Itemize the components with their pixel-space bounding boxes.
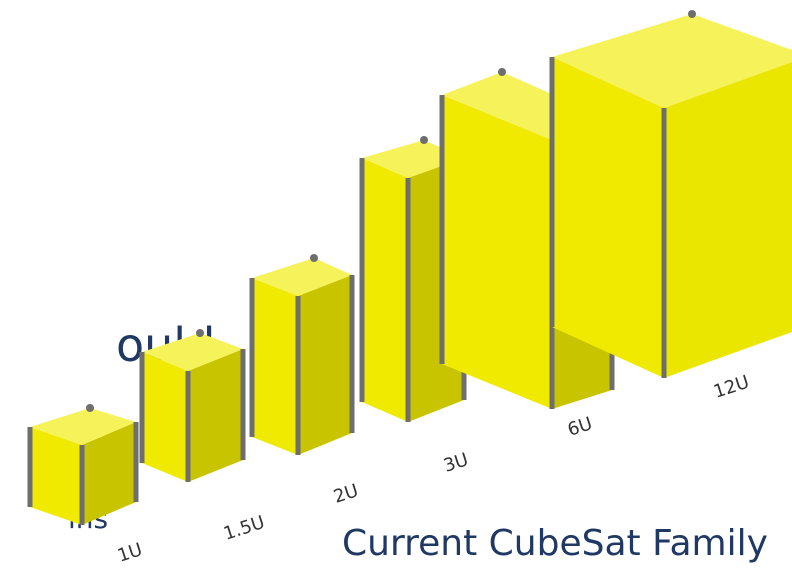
cubesat-12u xyxy=(549,10,792,378)
cubesat-3u-front xyxy=(362,158,408,422)
cubesat-12u-front xyxy=(552,57,664,378)
label-3u: 3U xyxy=(441,449,471,477)
cubesat-1-5u-top xyxy=(142,333,243,371)
label-2u: 2U xyxy=(331,480,361,508)
cubesat-2u-top xyxy=(252,258,352,296)
label-6u: 6U xyxy=(565,413,595,441)
label-12u: 12U xyxy=(711,372,752,403)
cubesat-2u-rail-cap xyxy=(310,254,318,262)
cubesat-12u-rail-cap xyxy=(688,10,696,18)
cubesat-1-5u xyxy=(139,329,246,482)
cubesat-1-5u-rail-cap xyxy=(196,329,204,337)
cubesat-1-5u-front xyxy=(142,352,188,482)
label-1u: 1U xyxy=(115,539,145,567)
cubesat-6u-rail-cap xyxy=(498,68,506,76)
cubesat-12u-side xyxy=(664,62,792,378)
cubesat-6u-front xyxy=(442,95,552,409)
cubesat-1u xyxy=(27,404,139,525)
cubesat-1u-rail-cap xyxy=(86,404,94,412)
cubesat-2u-side xyxy=(298,275,352,455)
cubesat-1u-side xyxy=(82,422,136,525)
cubesat-3u-top xyxy=(362,140,464,178)
cubesat-1-5u-side xyxy=(188,349,243,482)
cubesat-2u xyxy=(249,254,355,455)
cubesat-2u-front xyxy=(252,278,298,455)
label-1-5u: 1.5U xyxy=(221,512,267,545)
cubesat-3u xyxy=(359,136,467,422)
cubesat-1u-top xyxy=(30,408,136,445)
diagram-caption: Current CubeSat Family xyxy=(342,523,768,564)
cubesat-1u-front xyxy=(30,427,82,525)
cubesat-12u-top xyxy=(552,14,792,108)
cubesat-3u-rail-cap xyxy=(420,136,428,144)
